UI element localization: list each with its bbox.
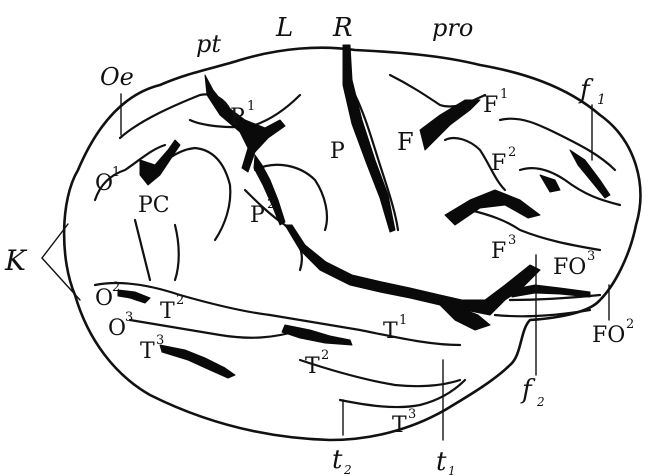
label-R: R bbox=[332, 13, 353, 43]
label-f2: f bbox=[520, 375, 536, 405]
gyrus-line bbox=[468, 208, 602, 252]
gyrus-line bbox=[508, 293, 602, 302]
label-P1: P bbox=[230, 105, 245, 130]
label-F3: F bbox=[491, 239, 506, 264]
gyrus-line bbox=[253, 163, 329, 232]
label-PC: PC bbox=[138, 193, 170, 218]
label-P: P bbox=[330, 139, 345, 164]
label-T2-sup: 2 bbox=[321, 348, 329, 363]
gyrus-line bbox=[173, 223, 180, 282]
label-f1: f bbox=[578, 75, 594, 105]
label-t2: t bbox=[332, 445, 343, 475]
label-F2: F bbox=[491, 151, 506, 176]
superior-temporal-sulcus bbox=[281, 324, 353, 346]
gyrus-line bbox=[268, 313, 462, 347]
gyrus-line bbox=[298, 358, 462, 388]
gyrus-line bbox=[443, 136, 507, 192]
label-O3: O bbox=[108, 316, 126, 341]
parieto-occipital-sulcus bbox=[139, 139, 181, 186]
pointer-line-k-lower bbox=[41, 257, 81, 301]
label-T1: T bbox=[383, 319, 398, 344]
label-F2-sup: 2 bbox=[508, 145, 516, 160]
parietal-sulcus-2 bbox=[253, 154, 286, 226]
gyrus-line bbox=[133, 218, 152, 282]
label-T3-left-sup: 3 bbox=[156, 333, 164, 348]
label-FO3: FO bbox=[553, 255, 586, 280]
label-FO2: FO bbox=[592, 323, 625, 348]
label-oe: Oe bbox=[100, 63, 134, 91]
label-T2: T bbox=[305, 354, 320, 379]
label-t1: t bbox=[436, 447, 447, 476]
gyrus-line bbox=[93, 143, 167, 202]
label-T3-left: T bbox=[140, 339, 155, 364]
frontal-pole-sulcus bbox=[569, 149, 611, 199]
label-t1-sub: 1 bbox=[448, 464, 456, 476]
sylvian-branch bbox=[439, 304, 491, 331]
gyrus-line bbox=[118, 93, 232, 140]
central-sulcus bbox=[342, 44, 396, 233]
label-P1-sup: 1 bbox=[247, 99, 255, 114]
gyrus-line bbox=[518, 166, 622, 207]
gyrus-line bbox=[353, 93, 400, 232]
label-pt: pt bbox=[196, 30, 221, 58]
label-O2: O bbox=[95, 286, 113, 311]
gyrus-line bbox=[498, 117, 617, 172]
label-P2: P bbox=[250, 203, 265, 228]
label-t2-sub: 2 bbox=[343, 463, 352, 476]
label-K: K bbox=[4, 244, 28, 277]
label-F1: F bbox=[483, 93, 498, 118]
gyrus-line bbox=[128, 318, 302, 339]
intraparietal-sulcus bbox=[204, 74, 286, 173]
pointer-line-k-upper bbox=[41, 223, 69, 259]
frontal-small-sulcus bbox=[539, 174, 561, 193]
brain-outline bbox=[62, 46, 642, 442]
label-O3-sup: 3 bbox=[125, 310, 133, 325]
label-T2-left: T bbox=[160, 299, 175, 324]
label-T3: T bbox=[392, 413, 407, 438]
label-L: L bbox=[275, 13, 293, 43]
label-pro: pro bbox=[432, 14, 473, 42]
label-f1-sub: 1 bbox=[597, 92, 606, 108]
label-F3-sup: 3 bbox=[508, 233, 516, 248]
temporal-sulcus-left bbox=[159, 344, 236, 379]
superior-frontal-sulcus bbox=[419, 99, 481, 151]
gyrus-line bbox=[338, 378, 467, 409]
label-FO3-sup: 3 bbox=[587, 249, 595, 264]
gyrus-line bbox=[493, 308, 592, 318]
label-T3-sup: 3 bbox=[408, 407, 416, 422]
label-O2-sup: 2 bbox=[112, 280, 120, 295]
label-O1: O bbox=[95, 171, 113, 196]
inferior-frontal-sulcus bbox=[444, 189, 541, 226]
label-P2-sup: 2 bbox=[267, 197, 275, 212]
label-T1-sup: 1 bbox=[399, 313, 407, 328]
label-F1-sup: 1 bbox=[500, 87, 508, 102]
orbital-sulcus bbox=[509, 284, 591, 298]
occipital-sulcus bbox=[117, 289, 151, 304]
gyrus-line bbox=[93, 281, 272, 317]
label-FO2-sup: 2 bbox=[626, 317, 634, 332]
label-O1-sup: 1 bbox=[112, 165, 120, 180]
label-T2-left-sup: 2 bbox=[176, 293, 184, 308]
label-F: F bbox=[397, 128, 414, 156]
label-f2-sub: 2 bbox=[536, 395, 545, 409]
sylvian-fissure bbox=[284, 224, 541, 316]
